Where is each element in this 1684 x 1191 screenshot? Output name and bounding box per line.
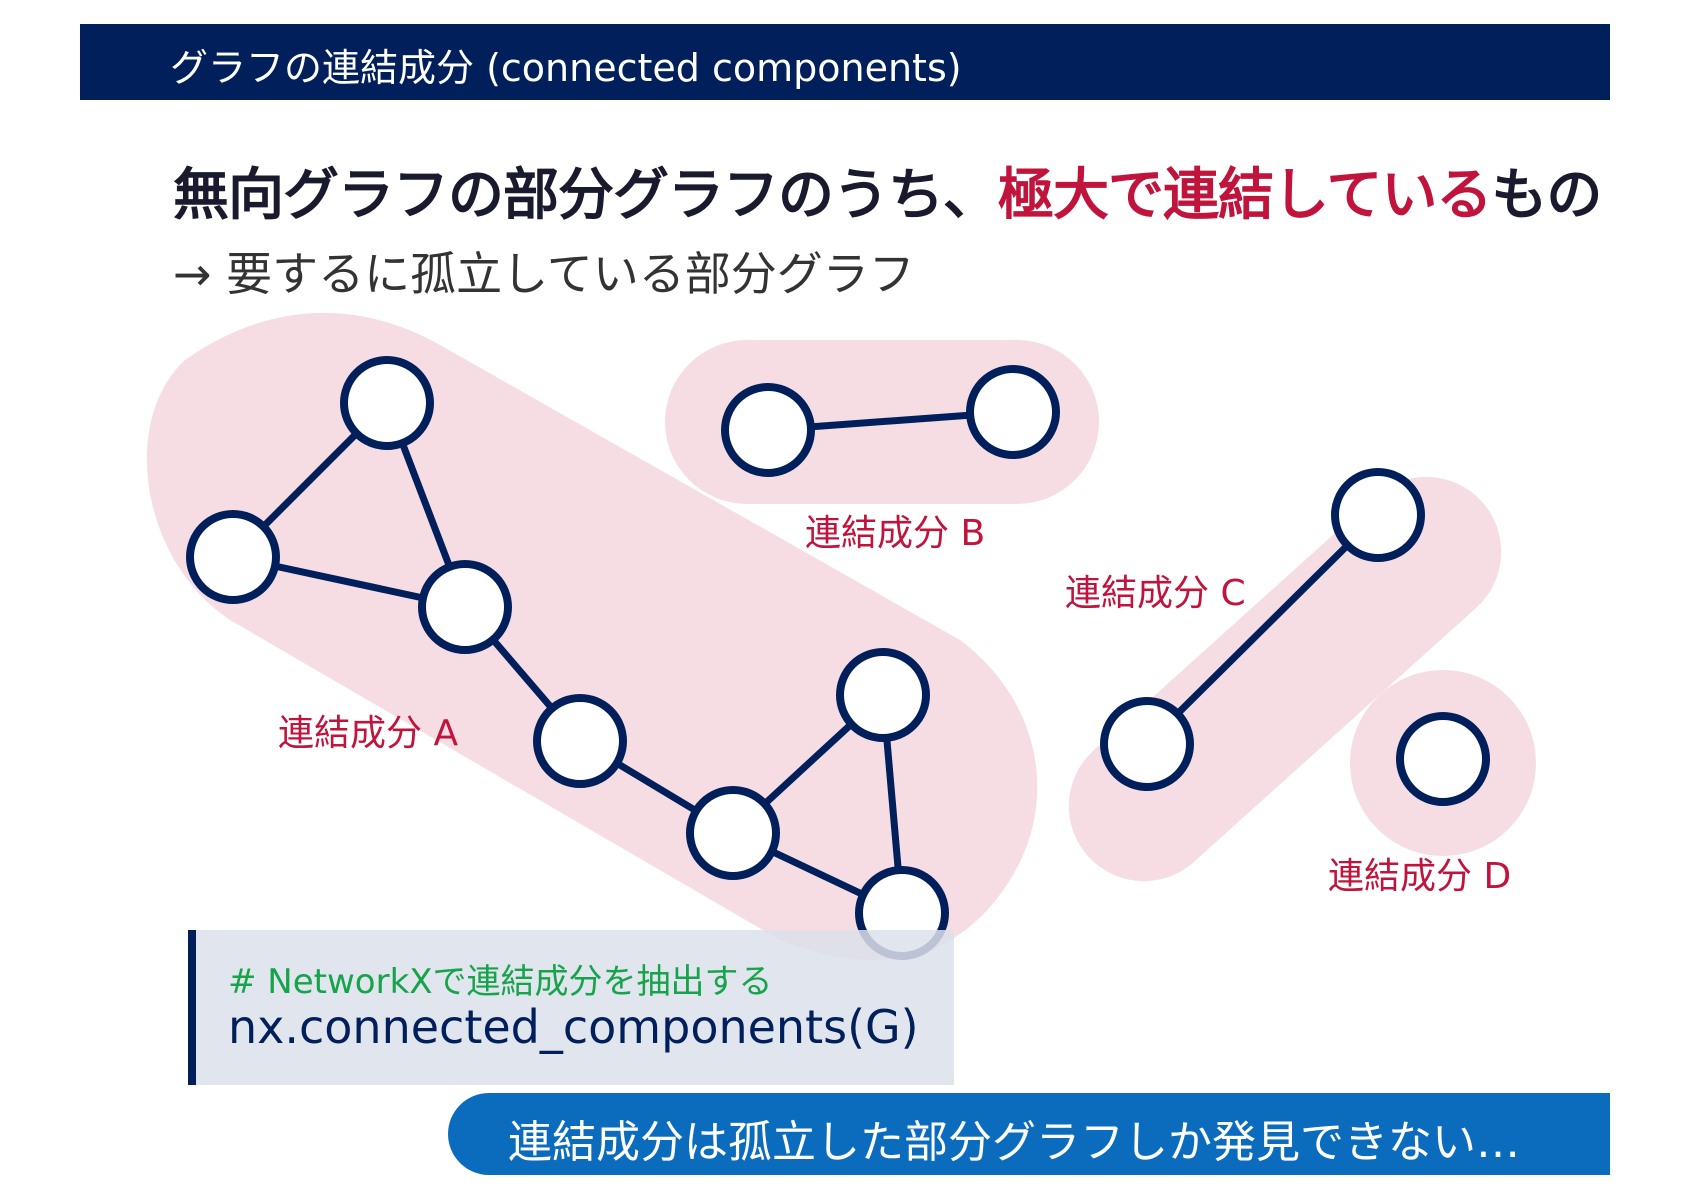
- banner-text: 連結成分は孤立した部分グラフしか発見できない…: [508, 1117, 1520, 1168]
- slide-title: グラフの連結成分 (connected components): [170, 46, 962, 90]
- node: [1331, 468, 1425, 562]
- node: [966, 365, 1060, 459]
- highlight-a: [146, 312, 1038, 960]
- node: [186, 510, 280, 604]
- component-label-d: 連結成分 D: [1328, 856, 1511, 897]
- node: [686, 786, 780, 880]
- headline-part1: 無向グラフの部分グラフのうち、: [173, 163, 999, 228]
- node: [340, 356, 434, 450]
- node: [721, 383, 815, 477]
- header-bar: グラフの連結成分 (connected components): [80, 24, 1610, 100]
- node: [836, 648, 930, 742]
- subline: → 要するに孤立している部分グラフ: [173, 247, 915, 301]
- component-label-b: 連結成分 B: [805, 513, 985, 554]
- node: [1396, 712, 1490, 806]
- headline: 無向グラフの部分グラフのうち、極大で連結しているもの: [173, 150, 1602, 231]
- bottom-banner: 連結成分は孤立した部分グラフしか発見できない…: [448, 1093, 1610, 1175]
- headline-accent: 極大で連結している: [998, 163, 1492, 228]
- code-line: nx.connected_components(G): [228, 1000, 919, 1054]
- nodes: [186, 356, 1490, 960]
- node: [533, 694, 627, 788]
- component-label-a: 連結成分 A: [278, 713, 458, 754]
- headline-part2: もの: [1491, 163, 1602, 228]
- node: [418, 560, 512, 654]
- component-label-c: 連結成分 C: [1065, 573, 1246, 614]
- code-comment: # NetworkXで連結成分を抽出する: [228, 962, 773, 1002]
- node: [1100, 697, 1194, 791]
- edge: [1143, 511, 1382, 748]
- code-box: # NetworkXで連結成分を抽出する nx.connected_compon…: [188, 930, 954, 1085]
